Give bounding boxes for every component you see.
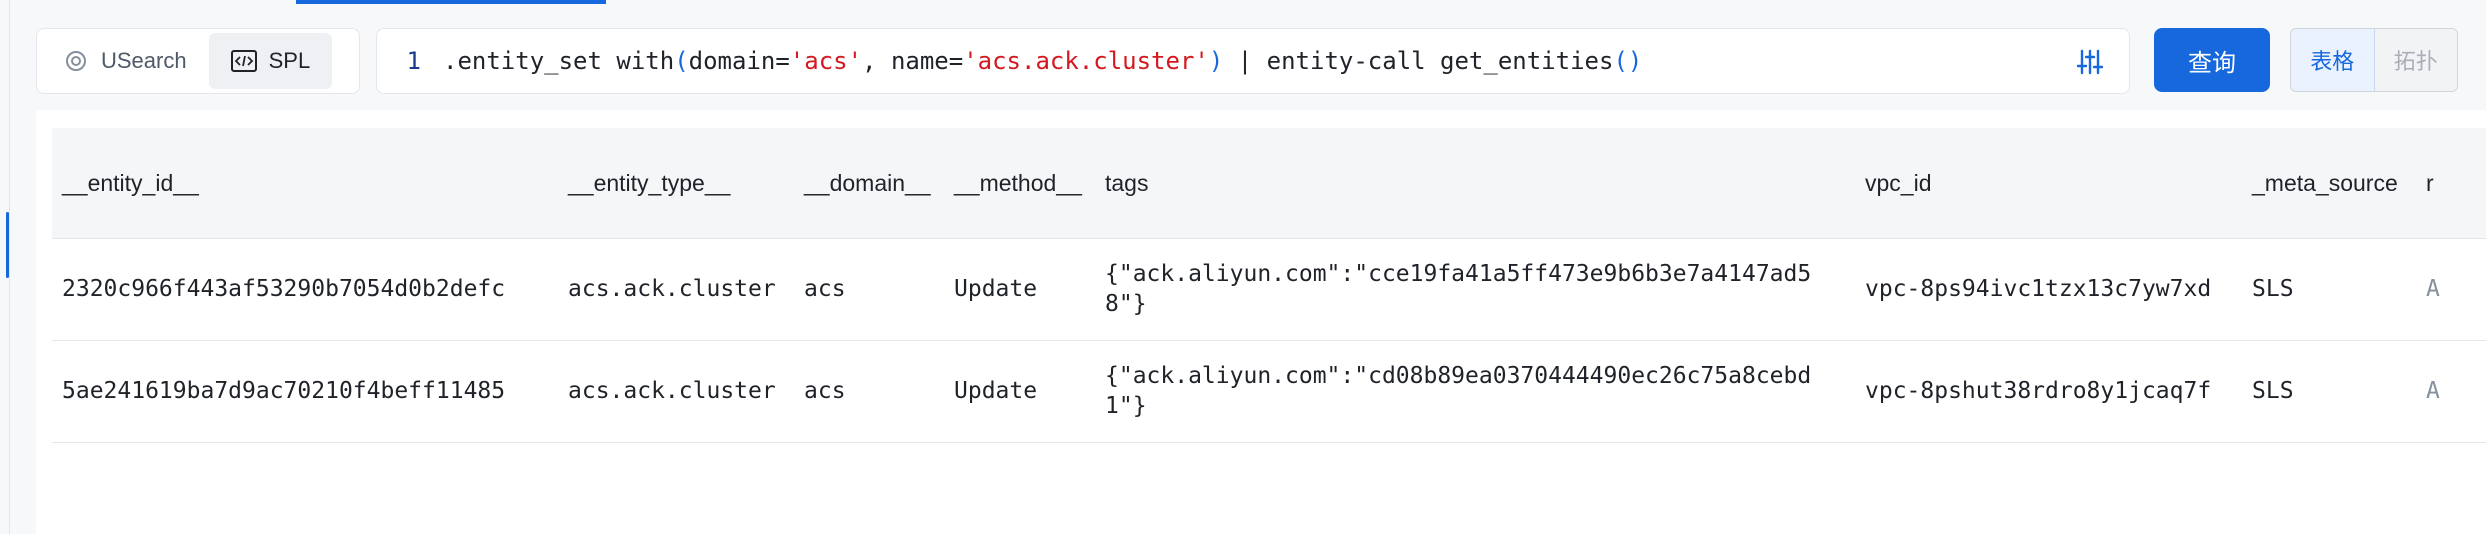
cell-r: A xyxy=(2416,340,2486,443)
query-code: .entity_set with(domain='acs', name='acs… xyxy=(421,47,1642,75)
column-header[interactable]: tags xyxy=(1095,128,1855,239)
column-header[interactable]: vpc_id xyxy=(1855,128,2242,239)
usearch-mode-button[interactable]: USearch xyxy=(41,33,209,89)
column-header[interactable]: __domain__ xyxy=(794,128,944,239)
column-header[interactable]: __entity_id__ xyxy=(52,128,558,239)
table-row[interactable]: 2320c966f443af53290b7054d0b2defc acs.ack… xyxy=(52,238,2486,341)
cell-vpc-id: vpc-8ps94ivc1tzx13c7yw7xd xyxy=(1855,238,2242,341)
sliders-icon[interactable] xyxy=(2075,47,2105,77)
left-rail xyxy=(0,0,10,534)
cell-domain: acs xyxy=(794,238,944,341)
column-header[interactable]: __entity_type__ xyxy=(558,128,794,239)
cell-entity-type: acs.ack.cluster xyxy=(558,238,794,341)
cell-domain: acs xyxy=(794,340,944,443)
query-string-literal: 'acs.ack.cluster' xyxy=(963,47,1209,75)
column-header[interactable]: r xyxy=(2416,128,2486,239)
spl-query-editor[interactable]: 1 .entity_set with(domain='acs', name='a… xyxy=(376,28,2130,94)
usearch-icon xyxy=(63,48,89,74)
table-header-row: __entity_id__ __entity_type__ __domain__… xyxy=(52,128,2486,239)
column-header[interactable]: _meta_source xyxy=(2242,128,2416,239)
cell-vpc-id: vpc-8pshut38rdro8y1jcaq7f xyxy=(1855,340,2242,443)
spl-mode-label: SPL xyxy=(268,48,311,73)
query-token: domain= xyxy=(688,47,790,75)
table-view-button[interactable]: 表格 xyxy=(2291,29,2375,91)
cell-entity-id: 2320c966f443af53290b7054d0b2defc xyxy=(52,238,558,341)
search-button[interactable]: 查询 xyxy=(2154,28,2270,92)
cell-r: A xyxy=(2416,238,2486,341)
column-header[interactable]: __method__ xyxy=(944,128,1095,239)
cell-meta-source: SLS xyxy=(2242,340,2416,443)
active-tab-indicator xyxy=(296,0,606,4)
spl-mode-button[interactable]: SPL xyxy=(208,33,333,89)
table-row[interactable]: 5ae241619ba7d9ac70210f4beff11485 acs.ack… xyxy=(52,340,2486,443)
cell-method: Update xyxy=(944,238,1095,341)
cell-tags: {"ack.aliyun.com":"cd08b89ea0370444490ec… xyxy=(1095,340,1855,443)
query-token: | entity-call get_entities xyxy=(1223,47,1614,75)
query-string-literal: 'acs' xyxy=(789,47,863,75)
results-panel: __entity_id__ __entity_type__ __domain__… xyxy=(36,110,2486,534)
cell-tags: {"ack.aliyun.com":"cce19fa41a5ff473e9b6b… xyxy=(1095,238,1855,341)
cell-entity-id: 5ae241619ba7d9ac70210f4beff11485 xyxy=(52,340,558,443)
query-token: ( xyxy=(674,47,689,75)
cell-entity-type: acs.ack.cluster xyxy=(558,340,794,443)
query-token: , name= xyxy=(862,47,964,75)
query-token: ) xyxy=(1208,47,1224,75)
cell-meta-source: SLS xyxy=(2242,238,2416,341)
usearch-mode-label: USearch xyxy=(101,48,187,73)
topology-view-button[interactable]: 拓扑 xyxy=(2374,29,2457,91)
query-mode-switch: USearch SPL xyxy=(36,28,360,94)
cell-method: Update xyxy=(944,340,1095,443)
view-toggle: 表格 拓扑 xyxy=(2290,28,2458,92)
results-table: __entity_id__ __entity_type__ __domain__… xyxy=(52,128,2486,443)
query-token: .entity_set with xyxy=(443,47,675,75)
line-number: 1 xyxy=(406,47,421,75)
rail-active-marker xyxy=(6,212,9,278)
code-icon xyxy=(230,48,257,74)
query-token: () xyxy=(1613,47,1643,75)
